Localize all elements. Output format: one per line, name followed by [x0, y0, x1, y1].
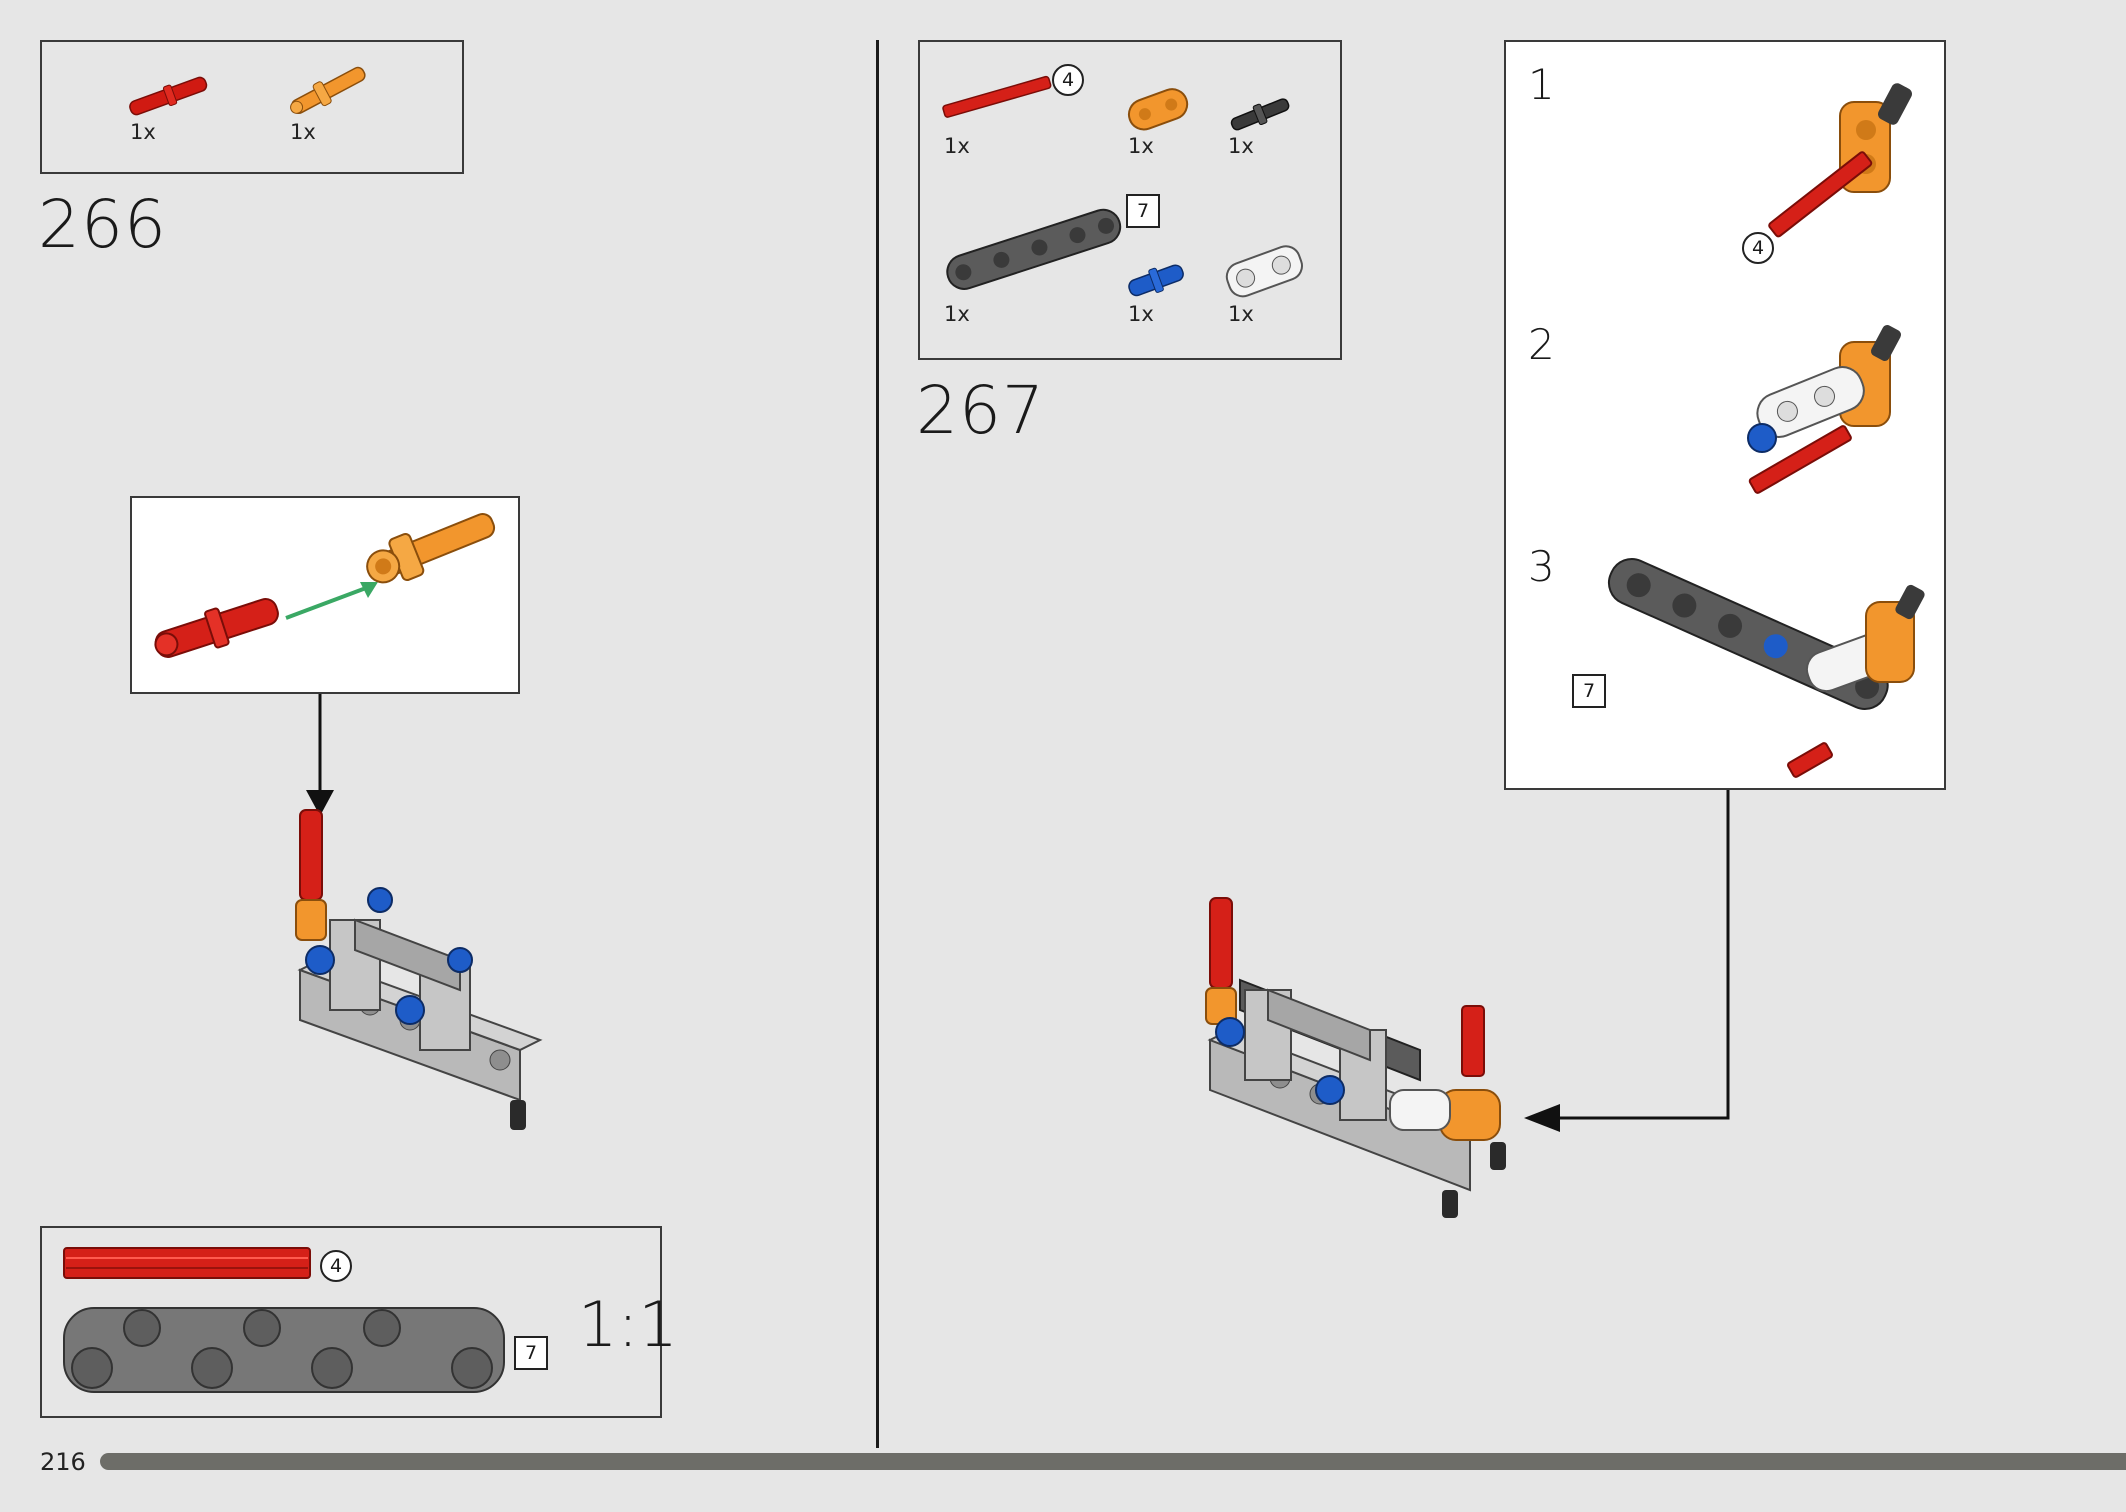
assembly-266 — [295, 809, 543, 1130]
substep-1-label: 1 — [1528, 60, 1555, 109]
assembly-267 — [1205, 897, 1506, 1218]
length-callout: 7 — [514, 1336, 548, 1370]
part-qty: 1x — [944, 302, 970, 326]
step-number-267: 267 — [916, 372, 1045, 449]
length-callout: 7 — [1572, 674, 1606, 708]
black-axle-pin-icon — [1230, 98, 1290, 131]
length-callout: 4 — [1052, 64, 1084, 96]
subassembly-panel-267: 1 4 2 3 — [1504, 40, 1946, 790]
red-axle-icon — [942, 75, 1052, 118]
orange-connector-icon — [1127, 88, 1189, 131]
blue-pin-icon — [1128, 264, 1184, 297]
green-arrow-icon — [285, 582, 378, 620]
part-qty: 1x — [944, 134, 970, 158]
gray-beam-7-scale — [63, 1307, 505, 1393]
part-qty: 1x — [1128, 302, 1154, 326]
parts-list-266: 1x 1x — [40, 40, 464, 174]
length-callout: 4 — [320, 1250, 352, 1282]
part-qty: 1x — [1228, 134, 1254, 158]
page-divider — [876, 40, 879, 1448]
length-callout: 4 — [1742, 232, 1774, 264]
red-axle-pin-icon — [129, 76, 208, 116]
red-axle-4-scale — [63, 1247, 311, 1279]
substep-2-model — [1747, 325, 1902, 494]
part-qty: 1x — [1128, 134, 1154, 158]
scale-ratio: 1:1 — [578, 1288, 678, 1361]
scale-reference-box: 4 7 1:1 — [40, 1226, 678, 1418]
progress-bar — [100, 1453, 2126, 1470]
part-qty: 1x — [290, 120, 316, 144]
dark-gray-beam-icon — [946, 208, 1122, 290]
part-qty: 1x — [130, 120, 156, 144]
red-axle-pin-detail — [154, 598, 279, 658]
orange-pin-detail — [366, 513, 496, 584]
assembly-callout-266 — [130, 496, 520, 694]
white-connector-icon — [1225, 245, 1303, 298]
length-callout: 7 — [1126, 194, 1160, 228]
substep-3-model — [1607, 558, 1925, 778]
substep-2-label: 2 — [1528, 320, 1555, 369]
page-number: 216 — [40, 1448, 86, 1476]
part-qty: 1x — [1228, 302, 1254, 326]
connector-arrow-icon — [1524, 790, 1730, 1132]
substep-3-label: 3 — [1528, 542, 1555, 591]
substep-1-model — [1768, 83, 1912, 238]
step-number-266: 266 — [38, 186, 167, 263]
down-arrow-icon — [306, 694, 334, 816]
orange-pin-icon — [290, 66, 366, 115]
parts-list-267: 4 1x 1x 1x 7 1x 1x — [918, 40, 1342, 360]
